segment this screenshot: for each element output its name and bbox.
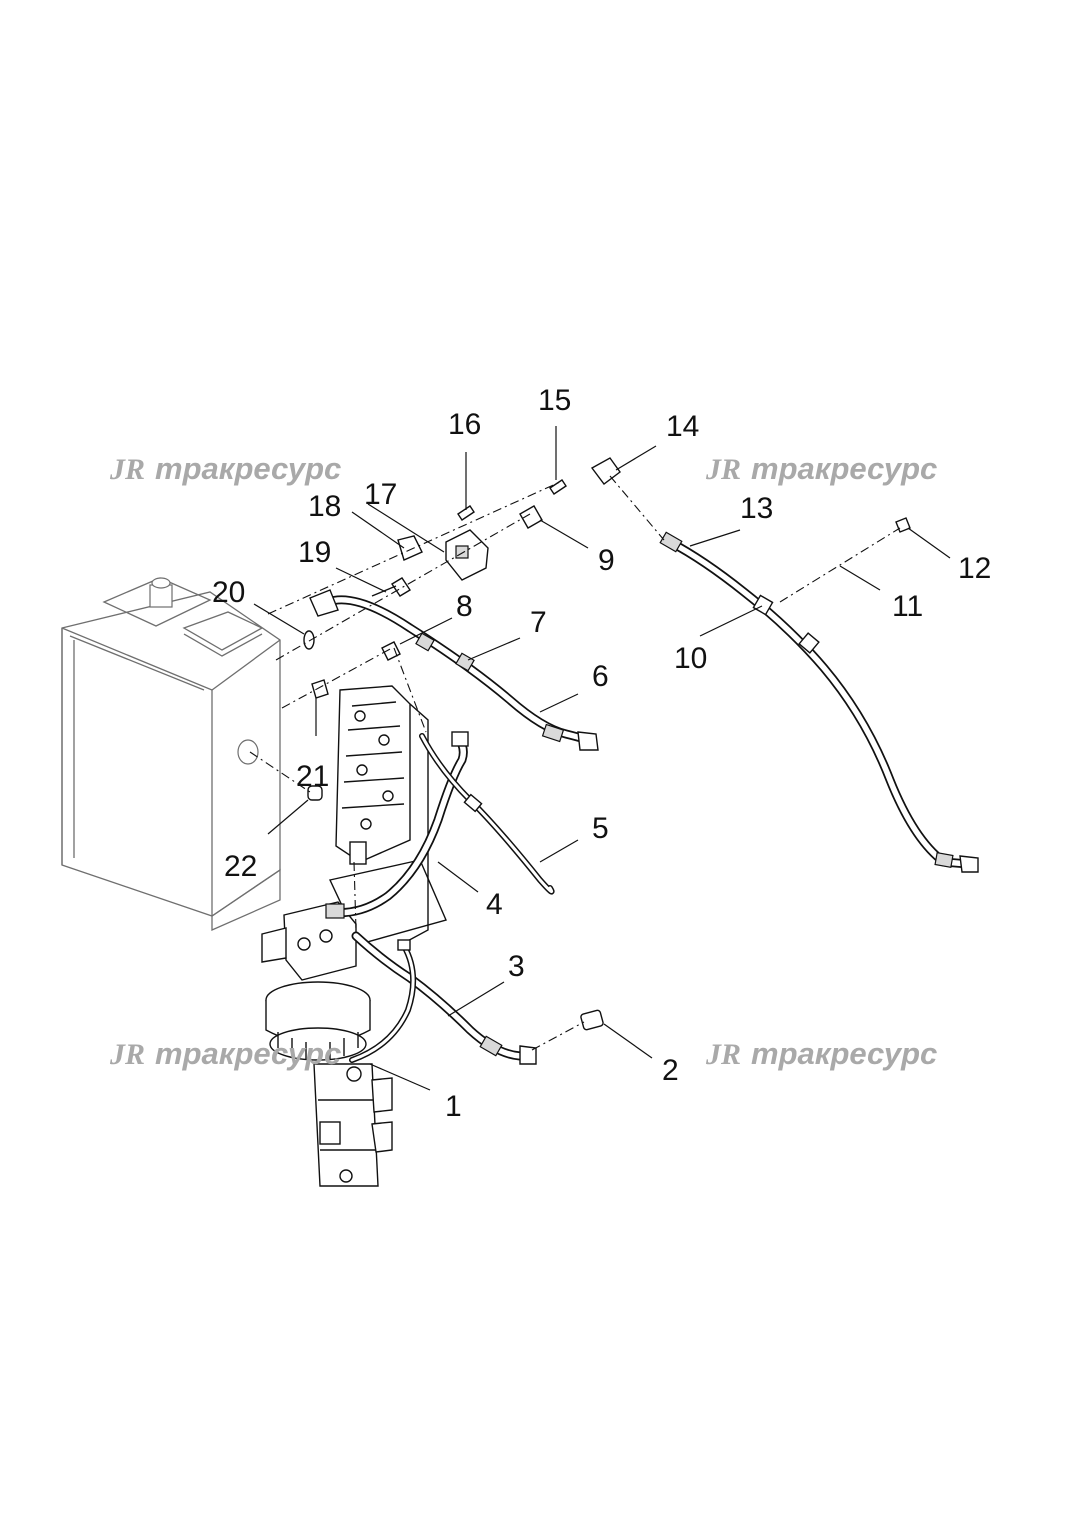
- callout-4: 4: [486, 888, 503, 921]
- callout-13: 13: [740, 492, 773, 525]
- fitting-9: [519, 505, 543, 529]
- hydraulic-tank: [61, 577, 281, 931]
- plug-22: [307, 785, 323, 801]
- callout-17: 17: [364, 478, 397, 511]
- assembly-lines: [249, 475, 901, 1051]
- fitting-8: [381, 641, 401, 661]
- plate-17: [445, 529, 489, 581]
- fitting-2: [580, 1009, 604, 1031]
- svg-text:тракресурс: тракресурс: [751, 1036, 937, 1071]
- clamp-18: [397, 535, 423, 561]
- hose-3: [351, 931, 537, 1065]
- callout-18: 18: [308, 490, 341, 523]
- callout-14: 14: [666, 410, 699, 443]
- callout-15: 15: [538, 384, 571, 417]
- hose-right: [659, 531, 979, 873]
- callout-2: 2: [662, 1054, 679, 1087]
- hose-5: [419, 733, 555, 895]
- swing-motor: [261, 901, 371, 1061]
- fitting-21: [311, 679, 329, 699]
- callout-22: 22: [224, 850, 257, 883]
- callout-20: 20: [212, 576, 245, 609]
- callout-8: 8: [456, 590, 473, 623]
- o-ring-20: [303, 630, 315, 650]
- svg-text:тракресурс: тракресурс: [751, 451, 937, 486]
- hose-upper: [309, 589, 599, 751]
- callout-19: 19: [298, 536, 331, 569]
- svg-text:JR: JR: [705, 1038, 741, 1071]
- callout-11: 11: [892, 590, 923, 623]
- swivel-joint: [313, 1063, 393, 1187]
- clamp-14: [590, 457, 621, 485]
- leader-lines: [253, 426, 951, 1091]
- callout-12: 12: [958, 552, 991, 585]
- svg-text:JR: JR: [109, 1038, 145, 1071]
- fitting-19: [371, 577, 411, 597]
- callout-9: 9: [598, 544, 615, 577]
- callout-1: 1: [445, 1090, 462, 1123]
- fitting-12: [895, 517, 911, 533]
- svg-text:JR: JR: [109, 453, 145, 486]
- callout-3: 3: [508, 950, 525, 983]
- watermark-bottom-right: JR тракресурс: [705, 1036, 937, 1071]
- callout-16: 16: [448, 408, 481, 441]
- watermark-top-right: JR тракресурс: [705, 451, 937, 486]
- bolt-15: [549, 479, 567, 495]
- hose-4: [325, 731, 469, 919]
- callout-6: 6: [592, 660, 609, 693]
- callout-21: 21: [296, 760, 329, 793]
- svg-text:тракресурс: тракресурс: [155, 1036, 341, 1071]
- watermark-top-left: JR тракресурс: [109, 451, 341, 486]
- svg-text:тракресурс: тракресурс: [155, 451, 341, 486]
- watermark-bottom-left: JR тракресурс: [109, 1036, 341, 1071]
- hose-1: [349, 939, 417, 1063]
- callout-5: 5: [592, 812, 609, 845]
- callout-10: 10: [674, 642, 707, 675]
- callout-7: 7: [530, 606, 547, 639]
- svg-text:JR: JR: [705, 453, 741, 486]
- control-valve: [328, 685, 447, 945]
